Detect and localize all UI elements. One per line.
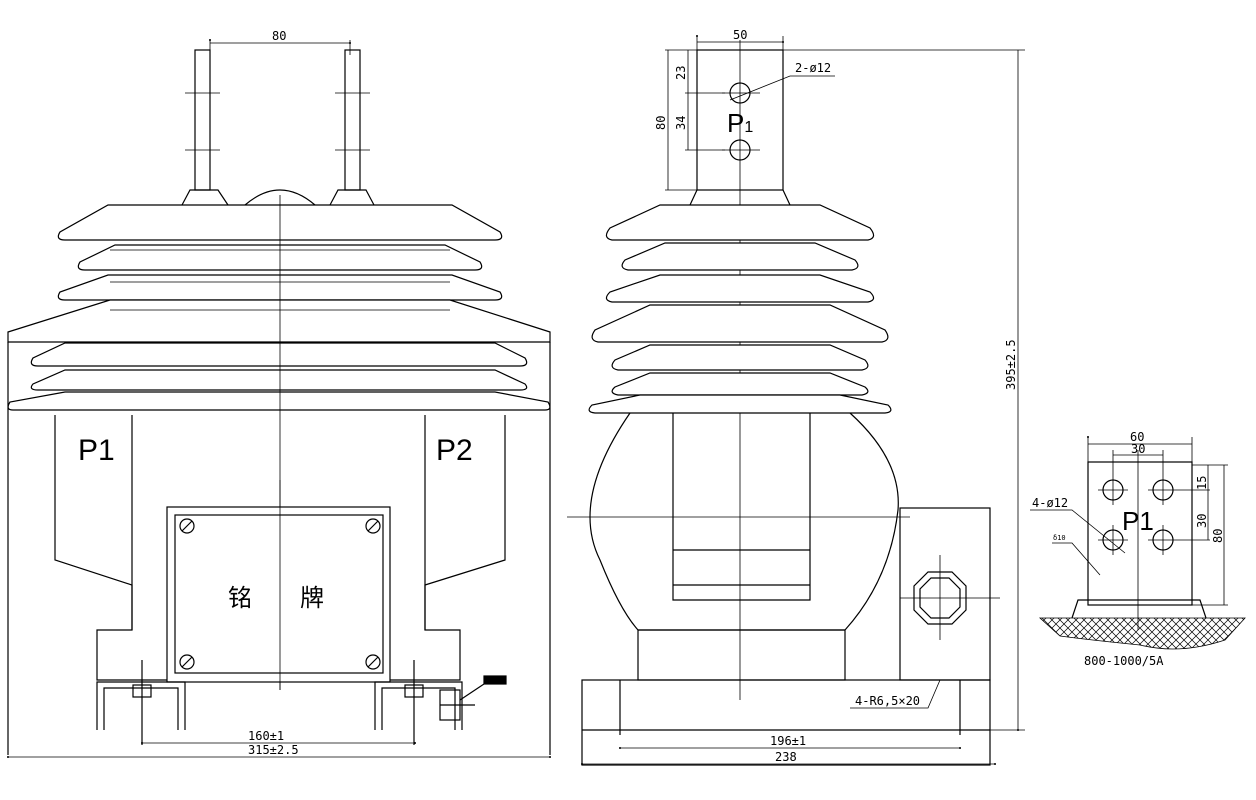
terminal-label-sub: 1 [744, 119, 753, 136]
side-sheds [588, 204, 892, 414]
nameplate: 铭 牌 [166, 480, 391, 690]
dim-overall-height: 395±2.5 [1004, 339, 1018, 390]
nameplate-char-2: 牌 [300, 584, 324, 612]
front-view: 80 P1 P2 [6, 29, 552, 759]
detail-label: P1 [1122, 506, 1154, 536]
terminal-detail-view: 60 30 15 30 80 P1 4-ø12 δ10 800-1000/5A [1030, 430, 1246, 668]
dim-base-width: 238 [775, 750, 797, 764]
thickness-callout: δ10 [1053, 534, 1066, 542]
dim-detail-width: 60 [1130, 430, 1144, 444]
dim-terminal-spacing: 80 [272, 29, 286, 43]
dim-overall-width: 315±2.5 [248, 743, 299, 757]
dim-hole-spacing: 34 [674, 116, 688, 130]
dim-mount-spacing-side: 196±1 [770, 734, 806, 748]
detail-hole-callout: 4-ø12 [1032, 496, 1068, 510]
terminal-label: P1 [727, 108, 753, 138]
dim-terminal-height: 80 [654, 116, 668, 130]
secondary-terminal-box [900, 555, 1000, 640]
nameplate-char-1: 铭 [228, 584, 252, 612]
terminal-label-main: P [727, 108, 744, 138]
label-p1: P1 [78, 434, 115, 467]
rating-label: 800-1000/5A [1084, 654, 1164, 668]
mounting-feet [96, 660, 507, 745]
dim-detail-offset: 15 [1195, 476, 1209, 490]
slot-callout: 4-R6,5×20 [855, 694, 920, 708]
dim-detail-hole-v: 30 [1195, 514, 1209, 528]
side-view: 2-ø12 P1 50 80 23 34 4-R6,5×20 [567, 28, 1025, 766]
insulator-sheds [7, 204, 551, 411]
primary-terminals [181, 49, 375, 206]
dim-detail-height: 80 [1211, 529, 1225, 543]
dim-mount-spacing: 160±1 [248, 729, 284, 743]
dim-hole-offset: 23 [674, 66, 688, 80]
dim-terminal-width: 50 [733, 28, 747, 42]
dim-detail-hole-h: 30 [1131, 442, 1145, 456]
label-p2: P2 [436, 434, 473, 467]
hole-callout: 2-ø12 [795, 61, 831, 75]
